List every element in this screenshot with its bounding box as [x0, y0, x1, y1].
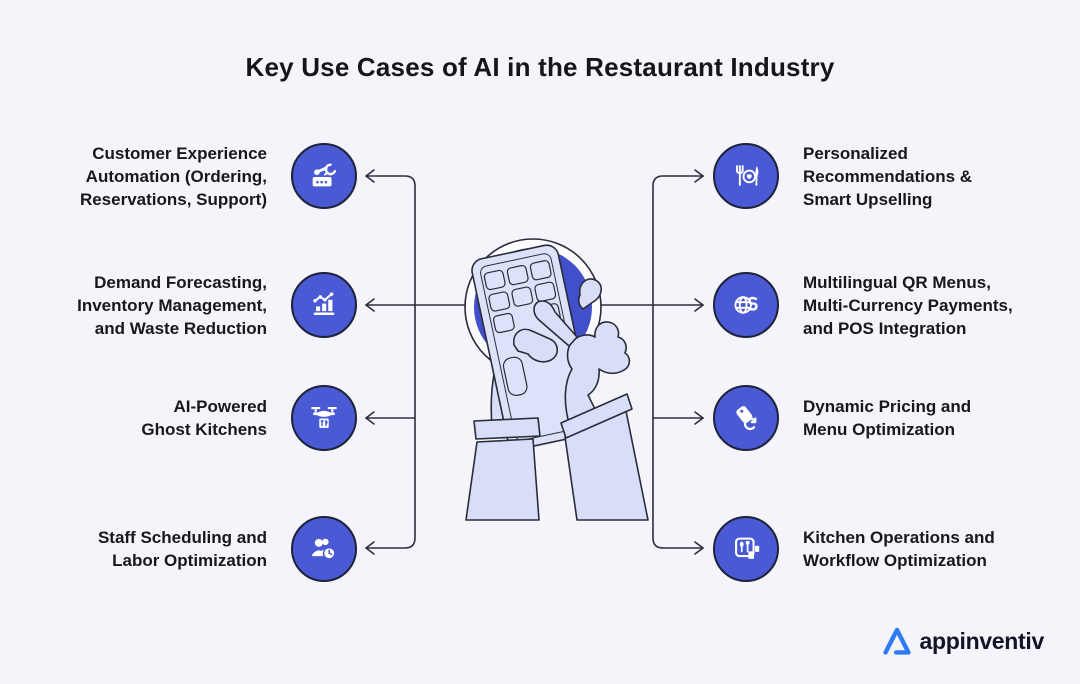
- right-thumb: [577, 278, 602, 310]
- right-index-finger: [533, 300, 578, 347]
- use-case-item: Personalized Recommendations & Smart Ups…: [713, 143, 972, 209]
- hands-phone-illustration: [464, 238, 649, 521]
- left-cuff: [473, 417, 541, 440]
- use-case-item: Customer Experience Automation (Ordering…: [80, 143, 357, 209]
- use-case-item: Staff Scheduling and Labor Optimization: [98, 516, 357, 582]
- cutlery-heart-icon: [713, 143, 779, 209]
- appinventiv-logo: appinventiv: [882, 626, 1044, 656]
- use-case-item: Dynamic Pricing and Menu Optimization: [713, 385, 971, 451]
- automation-robot-icon: [291, 143, 357, 209]
- kitchen-workflow-icon: [713, 516, 779, 582]
- right-hand: [564, 321, 631, 428]
- right-cuff: [560, 393, 633, 439]
- forecast-chart-icon: [291, 272, 357, 338]
- use-case-item: Kitchen Operations and Workflow Optimiza…: [713, 516, 995, 582]
- use-case-label: AI-Powered Ghost Kitchens: [141, 397, 267, 439]
- use-case-label: Personalized Recommendations & Smart Ups…: [803, 143, 973, 209]
- left-thumb: [512, 328, 559, 363]
- appinventiv-logo-text: appinventiv: [919, 627, 1044, 654]
- staff-clock-icon: [291, 516, 357, 582]
- use-case-item: Demand Forecasting, Inventory Management…: [77, 272, 357, 338]
- appinventiv-logo-mark: [883, 627, 912, 655]
- delivery-drone-icon: [291, 385, 357, 451]
- use-case-label: Staff Scheduling and Labor Optimization: [97, 528, 267, 570]
- use-case-label: Kitchen Operations and Workflow Optimiza…: [803, 528, 995, 570]
- use-case-label: Dynamic Pricing and Menu Optimization: [803, 397, 972, 439]
- use-case-item: AI-Powered Ghost Kitchens: [141, 385, 357, 451]
- page-title: Key Use Cases of AI in the Restaurant In…: [245, 52, 835, 82]
- price-tag-refresh-icon: [713, 385, 779, 451]
- use-case-label: Multilingual QR Menus, Multi-Currency Pa…: [803, 272, 1013, 338]
- use-case-label: Demand Forecasting, Inventory Management…: [77, 272, 267, 338]
- use-case-item: Multilingual QR Menus, Multi-Currency Pa…: [713, 272, 1013, 338]
- left-sleeve: [465, 438, 540, 521]
- globe-currency-icon: [713, 272, 779, 338]
- use-case-label: Customer Experience Automation (Ordering…: [79, 143, 267, 209]
